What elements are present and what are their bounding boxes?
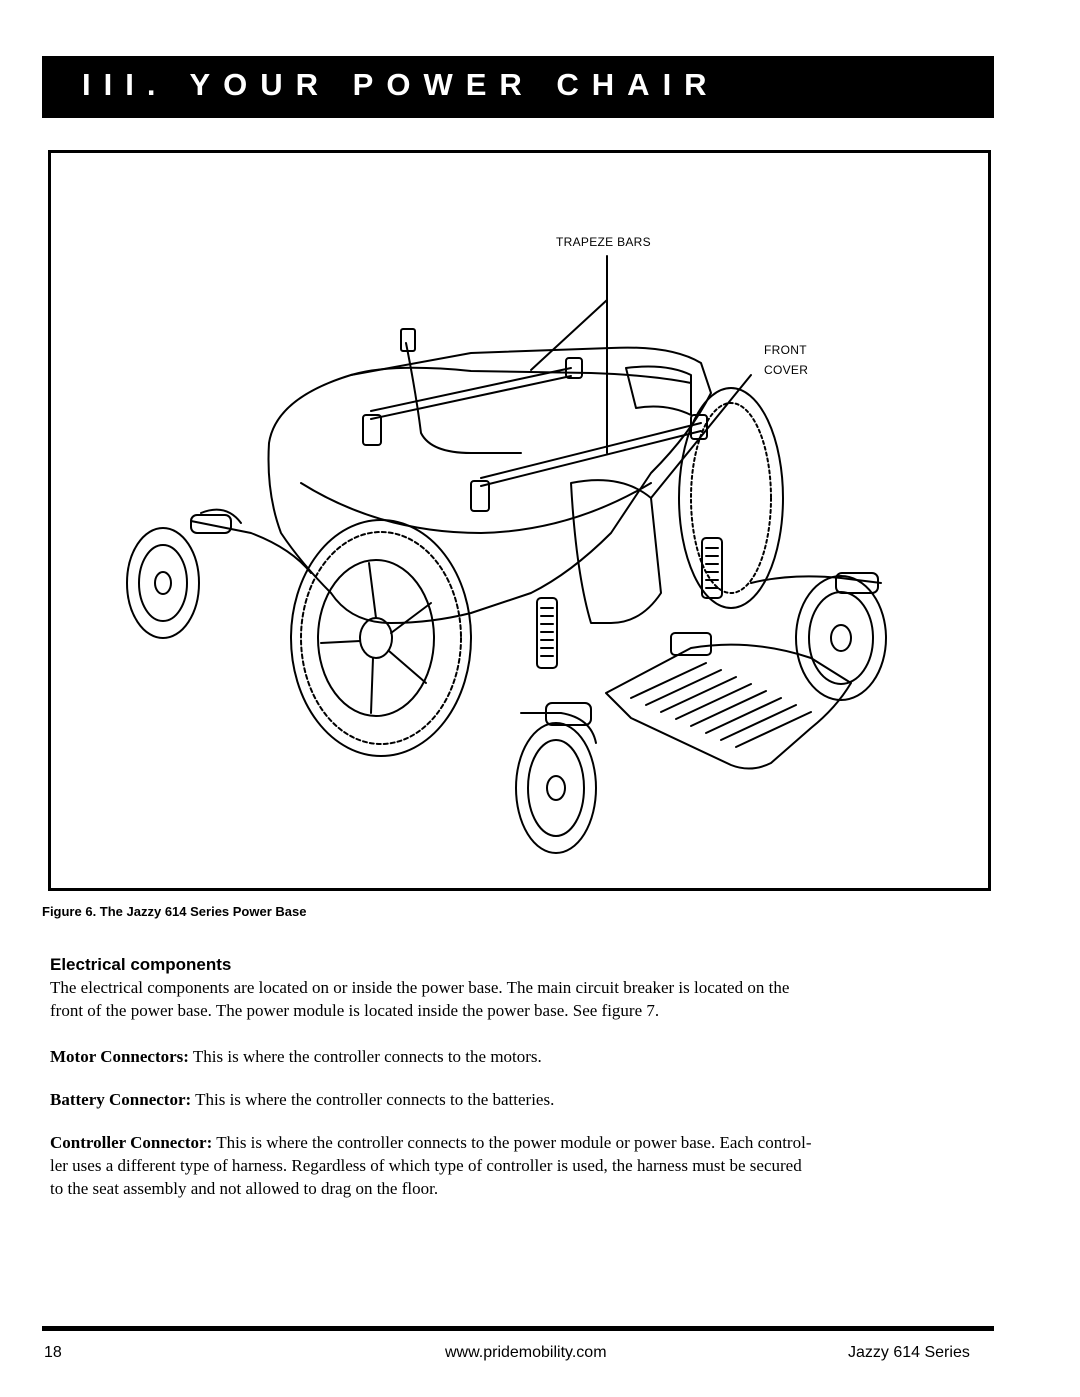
callout-trapeze-bars: TRAPEZE BARS <box>556 235 651 249</box>
motor-connectors-label: Motor Connectors: <box>50 1047 189 1066</box>
callout-front: FRONT <box>764 343 807 357</box>
controller-line-2: ler uses a different type of harness. Re… <box>50 1156 802 1175</box>
battery-connector-text: This is where the controller connects to… <box>191 1090 555 1109</box>
motor-connectors-text: This is where the controller connects to… <box>188 1047 542 1066</box>
chapter-header-bar <box>42 56 994 118</box>
battery-connector-label: Battery Connector: <box>50 1090 192 1109</box>
intro-paragraph: The electrical components are located on… <box>50 976 990 1022</box>
motor-connectors-paragraph: Motor Connectors: This is where the cont… <box>50 1045 990 1068</box>
footer-product: Jazzy 614 Series <box>848 1344 970 1361</box>
intro-line-2: front of the power base. The power modul… <box>50 1001 660 1020</box>
controller-line-3: to the seat assembly and not allowed to … <box>50 1179 439 1198</box>
controller-connector-paragraph: Controller Connector: This is where the … <box>50 1131 990 1200</box>
battery-connector-paragraph: Battery Connector: This is where the con… <box>50 1088 990 1111</box>
controller-connector-label: Controller Connector: <box>50 1133 213 1152</box>
controller-line-1: This is where the controller connects to… <box>212 1133 812 1152</box>
page-number: 18 <box>44 1344 62 1361</box>
power-base-illustration <box>126 255 887 854</box>
footer-rule <box>42 1326 994 1331</box>
chapter-title: III. YOUR POWER CHAIR <box>82 67 720 102</box>
section-heading: Electrical components <box>50 955 232 974</box>
intro-line-1: The electrical components are located on… <box>50 978 790 997</box>
callout-cover: COVER <box>764 363 809 377</box>
footer-website: www.pridemobility.com <box>445 1344 607 1361</box>
figure-caption: Figure 6. The Jazzy 614 Series Power Bas… <box>42 904 307 919</box>
figure-frame: TRAPEZE BARS FRONT COVER <box>48 150 991 891</box>
